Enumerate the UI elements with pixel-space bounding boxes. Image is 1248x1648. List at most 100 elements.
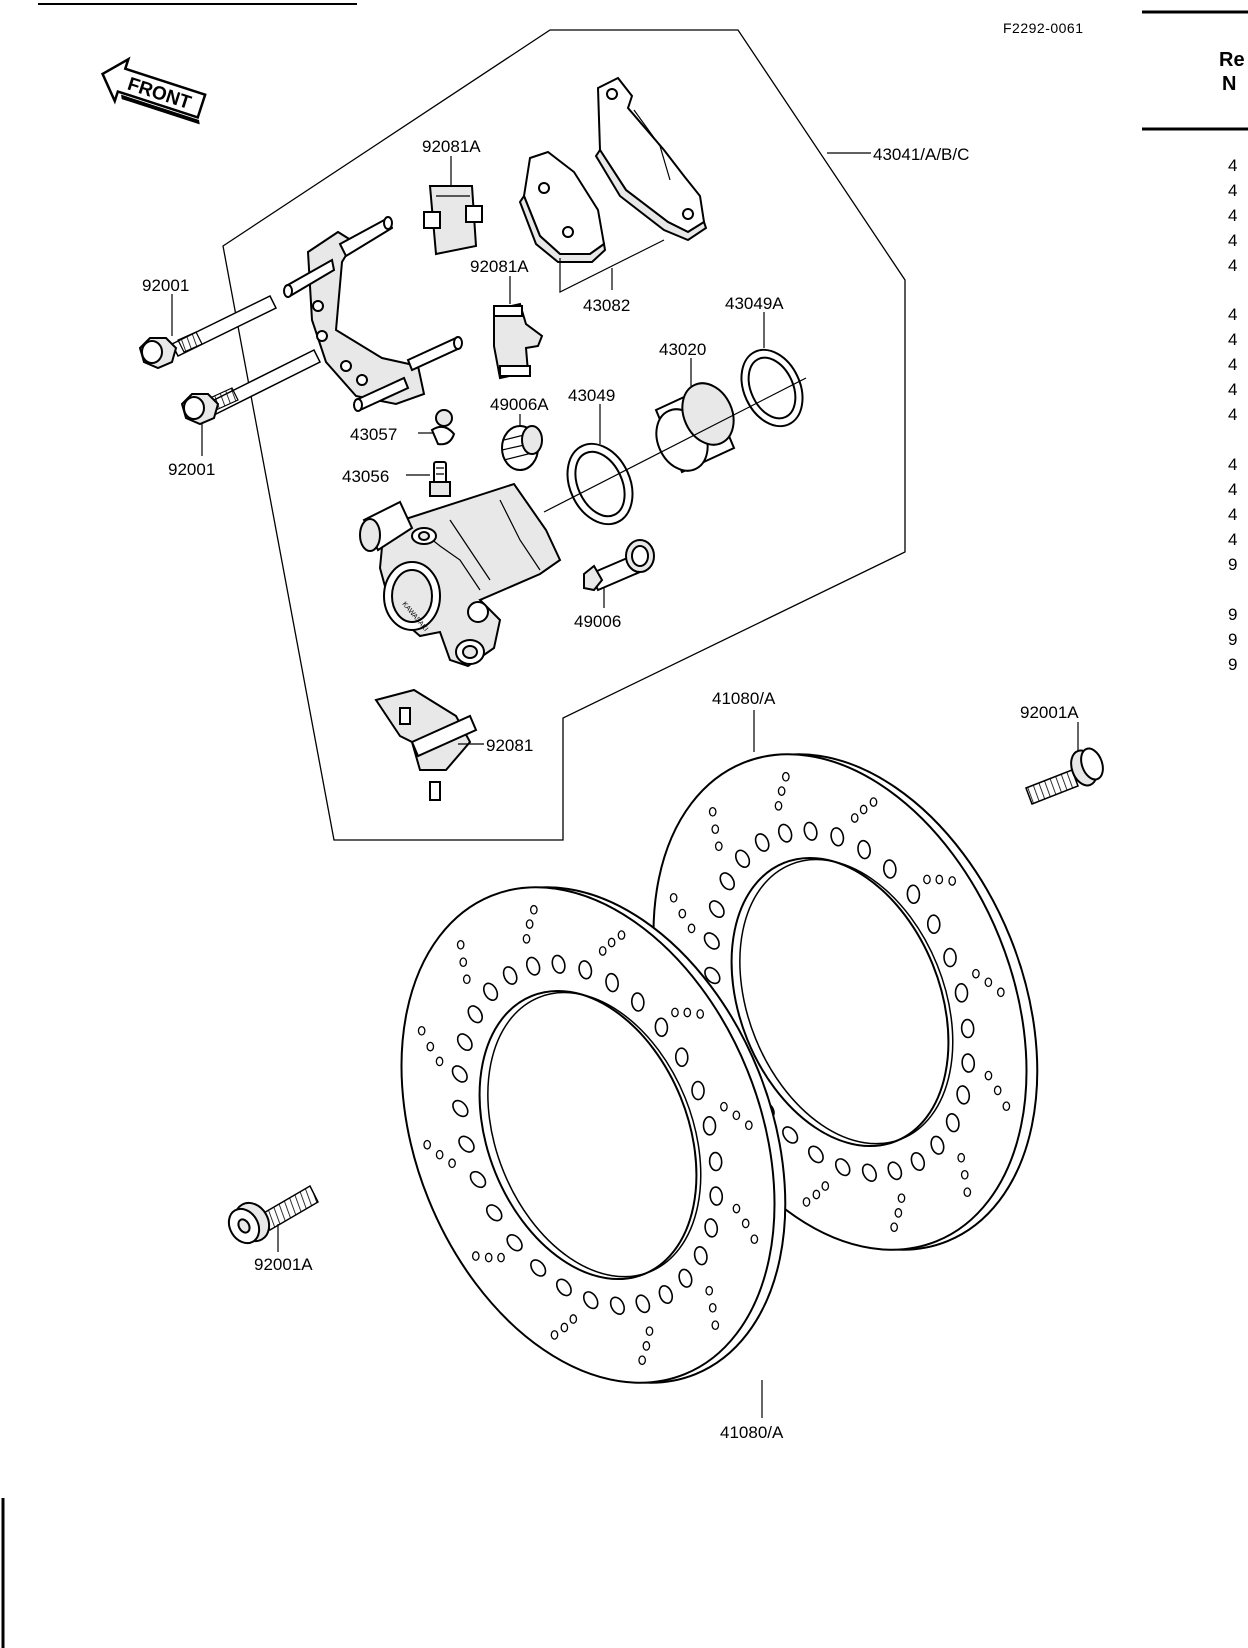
disc-upper-vent-hole: [669, 892, 678, 903]
disc-upper-vent-hole: [960, 1169, 969, 1180]
disc-lower-hole: [709, 1186, 724, 1206]
disc-upper-vent-hole: [850, 813, 859, 823]
caliper-body: KAWASAKI: [359, 482, 562, 668]
disc-lower-vent-hole: [696, 1009, 705, 1019]
disc-upper-vent-hole: [812, 1189, 821, 1200]
disc-lower-hole: [582, 1291, 599, 1310]
disc-upper-vent-hole: [687, 923, 696, 934]
disc-lower-vent-hole: [448, 1158, 456, 1169]
callout-bleeder-cap: 43057: [350, 425, 397, 444]
disc-lower-vent-hole: [708, 1302, 717, 1313]
disc-lower-vent-hole: [484, 1252, 493, 1263]
disc-lower-hole: [555, 1278, 572, 1297]
disc-upper-hole: [960, 1018, 975, 1039]
ref-row-3: 4: [1228, 231, 1237, 250]
ref-row-7: 4: [1228, 355, 1237, 374]
ref-row-9: 4: [1228, 405, 1237, 424]
disc-upper-vent-hole: [711, 824, 720, 835]
ref-row-15: 9: [1228, 605, 1237, 624]
disc-upper-hole: [861, 1163, 878, 1182]
disc-lower-vent-hole: [744, 1120, 753, 1131]
disc-upper-hole: [943, 947, 957, 968]
disc-upper-hole: [887, 1161, 903, 1181]
disc-upper-hole: [834, 1158, 851, 1177]
disc-lower-vent-hole: [607, 937, 616, 948]
disc-lower-hole: [708, 1151, 723, 1172]
disc-lower-vent-hole: [750, 1234, 759, 1245]
disc-lower-hole: [704, 1218, 719, 1238]
disc-lower-inner-edge-depth: [487, 991, 702, 1278]
disc-upper-vent-hole: [993, 1085, 1002, 1096]
disc-lower-vent-hole: [525, 919, 534, 929]
disc-upper-vent-hole: [1002, 1101, 1011, 1112]
disc-upper-hole: [961, 1053, 976, 1073]
disc-lower-hole: [630, 992, 645, 1012]
brake-disc-lower: [400, 886, 787, 1384]
disc-lower-vent-hole: [705, 1285, 714, 1296]
disc-lower-vent-hole: [642, 1341, 651, 1351]
disc-upper-vent-hole: [894, 1208, 903, 1218]
disc-upper-hole: [906, 884, 921, 905]
disc-upper-hole: [882, 859, 897, 879]
disc-lower-vent-hole: [497, 1252, 505, 1263]
disc-upper-vent-hole: [714, 841, 723, 852]
disc-upper-vent-hole: [963, 1187, 972, 1198]
disc-lower-hole: [451, 1065, 468, 1083]
bolt-upper: [138, 294, 278, 370]
disc-lower-vent-hole: [617, 930, 626, 940]
ref-row-8: 4: [1228, 380, 1237, 399]
disc-lower-hole: [467, 1005, 484, 1024]
disc-upper-hole: [782, 1126, 799, 1144]
disc-upper-hole: [857, 839, 871, 860]
callout-seal: 43049: [568, 386, 615, 405]
disc-lower-hole: [635, 1294, 651, 1314]
disc-lower-vent-hole: [711, 1320, 720, 1331]
figure-code: F2292-0061: [1003, 20, 1084, 36]
disc-lower-hole: [691, 1080, 705, 1101]
disc-lower-hole: [525, 956, 541, 976]
disc-lower-vent-hole: [462, 974, 471, 985]
callout-pad-spring-top: 92081A: [422, 137, 481, 156]
disc-lower-hole: [578, 960, 593, 980]
disc-lower-vent-hole: [423, 1139, 432, 1150]
disc-lower-vent-hole: [426, 1041, 435, 1052]
disc-lower-vent-hole: [560, 1322, 569, 1333]
disc-upper-hole: [708, 900, 725, 919]
disc-lower-hole: [485, 1204, 503, 1222]
disc-upper-vent-hole: [948, 876, 957, 886]
disc-upper-vent-hole: [821, 1181, 830, 1191]
bolt-lower: [180, 348, 322, 426]
disc-lower-hole: [658, 1285, 674, 1305]
disc-upper-vent-hole: [996, 987, 1005, 998]
callout-disc-lower: 41080/A: [720, 1423, 784, 1442]
disc-lower-hole: [654, 1017, 669, 1038]
disc-lower-vent-hole: [435, 1056, 444, 1067]
disc-lower-hole: [482, 982, 499, 1001]
ref-row-14: 9: [1228, 555, 1237, 574]
piston: [654, 382, 736, 474]
ref-row-10: 4: [1228, 455, 1237, 474]
disc-lower-vent-hole: [569, 1314, 578, 1324]
disc-lower-hole: [506, 1234, 523, 1252]
disc-bolt-left: [227, 1184, 319, 1245]
disc-upper-hole: [719, 872, 736, 891]
disc-lower-vent-hole: [598, 946, 607, 956]
ref-row-5: 4: [1228, 305, 1237, 324]
disc-upper-hole: [830, 827, 845, 847]
ref-row-17: 9: [1228, 655, 1237, 674]
disc-upper-hole: [945, 1113, 960, 1133]
pad-spring-bottom: [374, 688, 478, 801]
disc-lower-vent-hole: [741, 1218, 750, 1229]
disc-upper-hole: [930, 1135, 945, 1155]
disc-upper-vent-hole: [984, 977, 993, 988]
disc-upper-vent-hole: [781, 771, 790, 782]
callout-disc-bolt-right: 92001A: [1020, 703, 1079, 722]
disc-upper-vent-hole: [890, 1222, 899, 1233]
bleeder-cap: [430, 409, 456, 446]
front-arrow: FRONT: [100, 56, 207, 125]
disc-lower-hole: [469, 1170, 487, 1189]
disc-upper-vent-hole: [957, 1152, 966, 1163]
callout-boot-a: 49006A: [490, 395, 549, 414]
piston-axis: [543, 377, 807, 513]
disc-lower-hole: [678, 1268, 693, 1288]
